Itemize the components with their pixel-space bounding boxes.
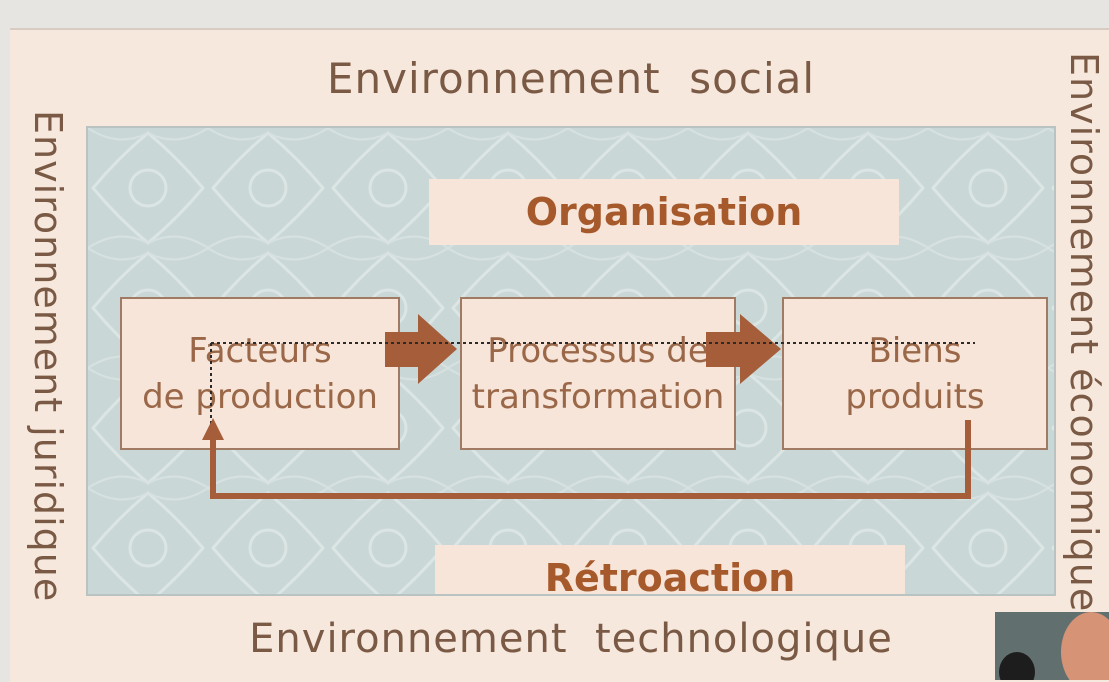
step-3-line-2: produits (845, 376, 985, 417)
environment-juridique: Environnement juridique (10, 30, 86, 682)
diagram-frame: Environnement social Environnement jurid… (10, 28, 1109, 682)
step-biens-produits: Biens produits (782, 297, 1048, 450)
step-facteurs-de-production: Facteurs de production (120, 297, 400, 450)
environment-technologique-label: Environnement technologique (249, 616, 893, 662)
organisation-area: Organisation Facteurs de production Proc… (86, 126, 1056, 596)
organisation-title-text: Organisation (525, 190, 803, 234)
environment-economique: Environnement économique (1056, 30, 1109, 682)
environment-juridique-label: Environnement juridique (26, 109, 70, 603)
step-3-line-1: Biens (868, 330, 962, 371)
step-2-line-2: transformation (471, 376, 725, 417)
step-1-line-2: de production (142, 376, 378, 417)
environment-social-label: Environnement social (326, 53, 816, 103)
environment-economique-label: Environnement économique (1062, 52, 1106, 613)
organisation-title: Organisation (429, 179, 899, 245)
step-2-line-1: Processus de (487, 330, 709, 371)
retroaction-label-box: Rétroaction (435, 545, 905, 596)
presenter-webcam-overlay (995, 612, 1109, 680)
environment-social: Environnement social (86, 30, 1056, 126)
retroaction-label-text: Rétroaction (544, 556, 796, 596)
step-processus-de-transformation: Processus de transformation (460, 297, 736, 450)
presenter-silhouette (995, 612, 1109, 680)
environment-technologique: Environnement technologique (86, 596, 1056, 682)
step-1-line-1: Facteurs (188, 330, 332, 371)
